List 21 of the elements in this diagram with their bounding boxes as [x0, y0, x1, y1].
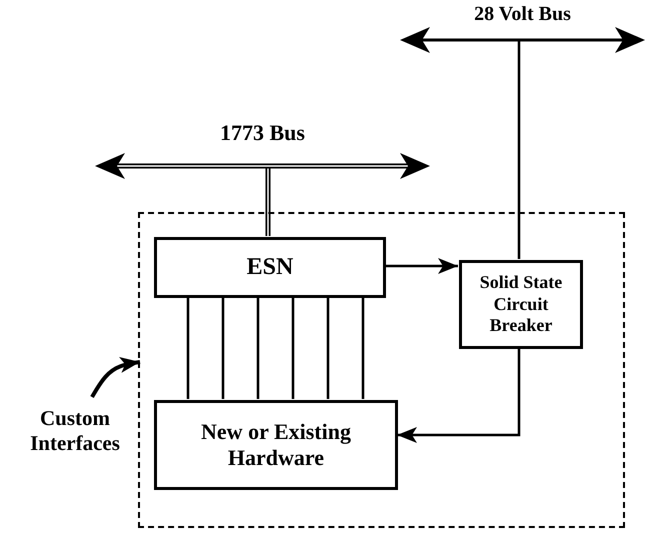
node-label: Custom Interfaces [29, 406, 121, 456]
bus-label: 1773 Bus [220, 120, 305, 146]
node-label: ESN [246, 253, 294, 282]
interface-line [292, 297, 294, 399]
dashed-boundary [138, 212, 625, 528]
connector [518, 40, 520, 259]
process-box [459, 260, 583, 349]
process-box [154, 237, 386, 298]
bus-label: 28 Volt Bus [474, 2, 571, 26]
node-label: Solid State Circuit Breaker [478, 272, 564, 337]
connector [385, 258, 458, 274]
node-label: New or Existing Hardware [200, 418, 352, 472]
interface-line [326, 297, 330, 399]
interface-line [222, 297, 224, 399]
leader-arrow [90, 357, 140, 398]
process-box [154, 400, 398, 490]
interface-line [256, 297, 260, 399]
interface-line [362, 297, 364, 399]
interface-line [186, 297, 190, 399]
connector [266, 166, 270, 236]
connector [397, 348, 520, 443]
